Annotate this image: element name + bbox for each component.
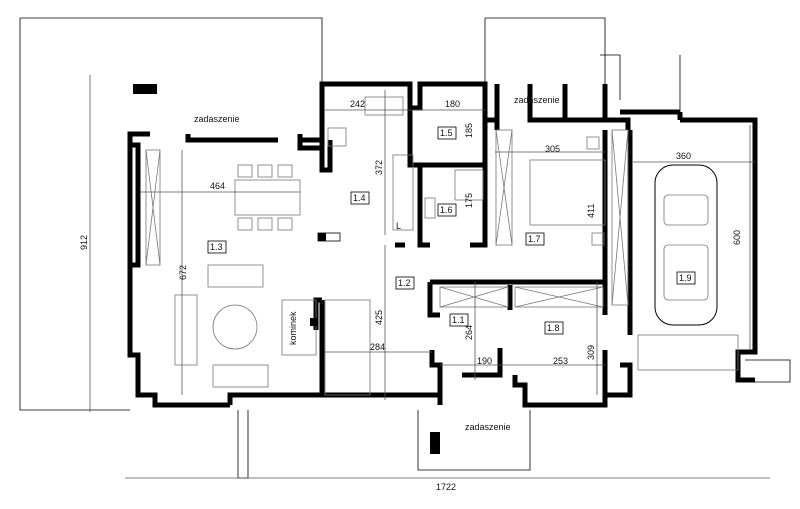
bed xyxy=(529,159,606,226)
dim-1722: 1722 xyxy=(436,482,456,492)
room-labels: 1.1 1.2 1.3 1.4 1.5 1.6 1.7 1.8 1.9 xyxy=(207,126,696,335)
dim-180: 180 xyxy=(445,99,460,109)
dim-360: 360 xyxy=(676,151,691,161)
roof-label-left: zadaszenie xyxy=(194,114,240,124)
dim-600: 600 xyxy=(732,230,742,245)
sofa-2 xyxy=(174,294,198,366)
dim-672: 672 xyxy=(178,265,188,280)
dimension-labels: 242 180 185 372 305 175 411 464 672 912 … xyxy=(79,99,742,492)
fireplace-label: kominek xyxy=(288,311,298,345)
dim-242: 242 xyxy=(350,99,365,109)
room-1-7: 1.7 xyxy=(528,234,541,244)
roof-label-bottom: zadaszenie xyxy=(465,422,511,432)
kitchen-sink xyxy=(364,96,404,116)
roof-label-top: zadaszenie xyxy=(514,95,560,105)
washbasin xyxy=(424,197,436,219)
stairs xyxy=(324,299,371,396)
room-1-8: 1.8 xyxy=(547,323,560,333)
dim-309: 309 xyxy=(586,345,596,360)
dim-372: 372 xyxy=(374,160,384,175)
dimension-lines xyxy=(89,75,770,479)
room-1-9: 1.9 xyxy=(679,273,692,283)
room-1-1: 1.1 xyxy=(452,315,465,325)
dim-284: 284 xyxy=(370,342,385,352)
dim-411: 411 xyxy=(586,204,596,218)
fridge-mark: L xyxy=(396,221,401,231)
dim-185: 185 xyxy=(464,123,474,138)
roof-outlines xyxy=(19,17,791,479)
dining-table xyxy=(234,179,301,216)
shower xyxy=(454,169,484,201)
dim-425: 425 xyxy=(374,310,384,325)
car xyxy=(654,164,718,326)
dim-264: 264 xyxy=(464,325,474,340)
room-1-6: 1.6 xyxy=(440,205,453,215)
room-1-3: 1.3 xyxy=(210,242,223,252)
dim-253: 253 xyxy=(553,356,568,366)
room-1-4: 1.4 xyxy=(353,193,366,203)
room-1-5: 1.5 xyxy=(440,128,453,138)
area-labels: zadaszenie zadaszenie zadaszenie kominek… xyxy=(194,95,560,432)
fireplace xyxy=(281,299,317,356)
dim-464: 464 xyxy=(210,181,225,191)
chimney-block xyxy=(133,84,157,94)
cooktop xyxy=(327,127,347,147)
armchair xyxy=(212,364,269,388)
dim-175: 175 xyxy=(464,193,474,208)
furniture xyxy=(145,96,739,396)
room-1-2: 1.2 xyxy=(398,278,411,288)
dim-912: 912 xyxy=(79,235,89,250)
dim-305: 305 xyxy=(545,144,560,154)
dim-190: 190 xyxy=(477,356,492,366)
kitchen-island xyxy=(392,154,414,231)
sofa xyxy=(207,264,264,288)
garage-door xyxy=(637,334,739,371)
lamp-block xyxy=(430,432,440,454)
coffee-table xyxy=(212,304,258,350)
